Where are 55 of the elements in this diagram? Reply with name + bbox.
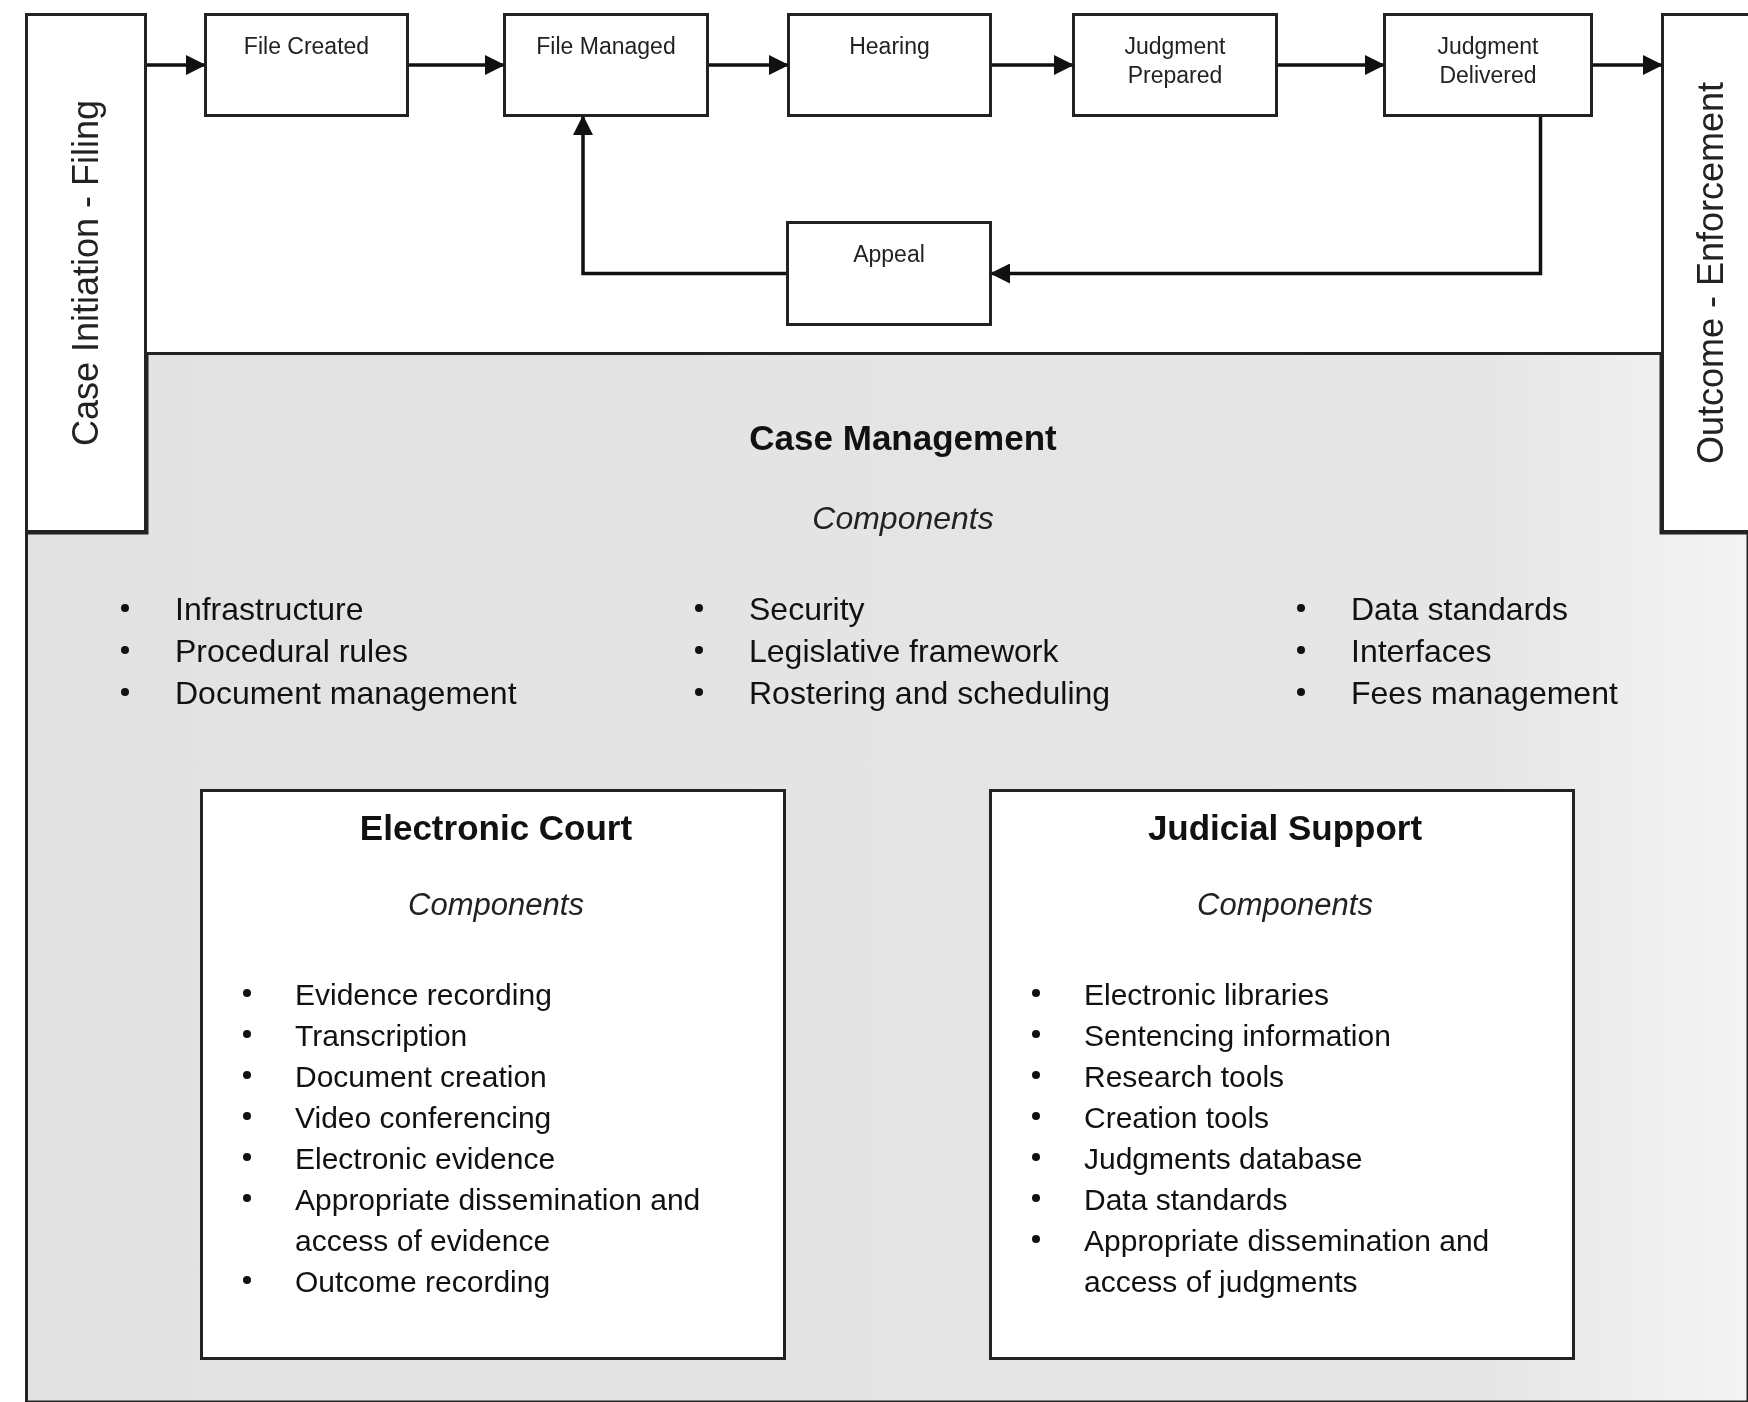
process-box [786, 221, 992, 326]
list-item: Interfaces [1293, 630, 1618, 672]
arrow [573, 115, 786, 276]
step-label: Judgment Delivered [1436, 32, 1540, 90]
list-item: Appropriate dissemination and access of judgments [1028, 1220, 1558, 1302]
stage-band [25, 13, 147, 533]
arrow [709, 55, 789, 75]
step-label: Hearing [849, 32, 930, 61]
step-label: Judgment Prepared [1123, 32, 1227, 90]
list-item: Data standards [1293, 588, 1618, 630]
process-box [787, 13, 992, 117]
step-label: File Managed [536, 32, 676, 61]
step-label: Appeal [853, 240, 925, 269]
section-heading: Case Management [749, 418, 1057, 458]
component-box [200, 789, 786, 1360]
section-subheading: Components [812, 500, 994, 537]
component-box [989, 789, 1575, 1360]
list-item: Appropriate dissemination and access of evidence [239, 1179, 769, 1261]
list-item: Electronic libraries [1028, 974, 1558, 1015]
process-box [1383, 13, 1593, 117]
list-item: Procedural rules [117, 630, 517, 672]
arrow [992, 55, 1074, 75]
stage-label: Outcome - Enforcement [1690, 81, 1732, 465]
list-item: Sentencing information [1028, 1015, 1558, 1056]
list-item: Video conferencing [239, 1097, 769, 1138]
list-item: Evidence recording [239, 974, 769, 1015]
list-item: Legislative framework [691, 630, 1111, 672]
list-item: Research tools [1028, 1056, 1558, 1097]
list-item: Creation tools [1028, 1097, 1558, 1138]
list-item: Infrastructure [117, 588, 517, 630]
box-heading: Judicial Support [1147, 808, 1423, 848]
list-item: Electronic evidence [239, 1138, 769, 1179]
step-label: File Created [243, 32, 370, 61]
list-item: Rostering and scheduling [691, 672, 1111, 714]
arrow [1278, 55, 1385, 75]
process-box [204, 13, 409, 117]
arrow [990, 117, 1543, 284]
arrow [409, 55, 505, 75]
list-item: Fees management [1293, 672, 1618, 714]
box-subheading: Components [1197, 887, 1373, 923]
stage-label: Case Initiation - Filing [65, 99, 107, 447]
list-item: Document creation [239, 1056, 769, 1097]
list-item: Document management [117, 672, 517, 714]
process-box [1072, 13, 1278, 117]
process-box [503, 13, 709, 117]
box-subheading: Components [408, 887, 584, 923]
arrow [1593, 55, 1663, 75]
list-item: Security [691, 588, 1111, 630]
list-item: Outcome recording [239, 1261, 769, 1302]
box-heading: Electronic Court [359, 808, 633, 848]
list-item: Data standards [1028, 1179, 1558, 1220]
list-item: Judgments database [1028, 1138, 1558, 1179]
stage-band [1661, 13, 1748, 533]
list-item: Transcription [239, 1015, 769, 1056]
arrow [147, 55, 206, 75]
